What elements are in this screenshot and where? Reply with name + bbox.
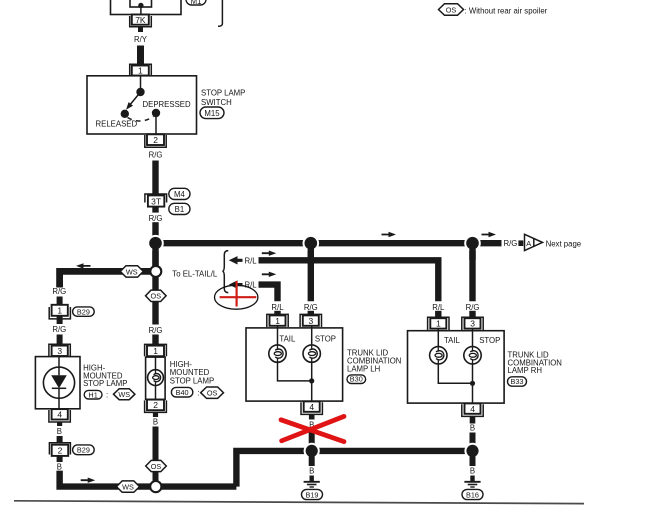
- svg-text:3: 3: [470, 319, 475, 329]
- svg-text:B29: B29: [77, 446, 90, 455]
- svg-text:OS: OS: [446, 5, 457, 14]
- svg-text:B: B: [57, 462, 62, 471]
- svg-text:To EL-TAIL/L: To EL-TAIL/L: [172, 270, 218, 279]
- svg-text:4: 4: [309, 402, 314, 412]
- svg-text:2: 2: [153, 135, 158, 145]
- svg-text:B: B: [470, 466, 475, 475]
- svg-text:B40: B40: [176, 388, 189, 397]
- svg-text:B33: B33: [511, 377, 524, 386]
- svg-text:M4: M4: [174, 190, 185, 199]
- svg-text:DEPRESSED: DEPRESSED: [143, 100, 191, 109]
- svg-text:B: B: [309, 466, 314, 475]
- svg-text:1: 1: [436, 319, 441, 329]
- svg-text:STOP LAMP: STOP LAMP: [201, 89, 245, 98]
- svg-text:2: 2: [58, 446, 63, 456]
- svg-text:STOP LAMP: STOP LAMP: [170, 376, 214, 385]
- svg-text:MOUNTED: MOUNTED: [83, 371, 123, 380]
- svg-text:B1: B1: [175, 205, 185, 214]
- svg-text:HIGH-: HIGH-: [170, 360, 192, 369]
- svg-text:4: 4: [470, 404, 475, 414]
- svg-text:B19: B19: [306, 490, 319, 499]
- svg-text:1: 1: [275, 316, 280, 326]
- svg-text:STOP: STOP: [479, 336, 500, 345]
- svg-text:B16: B16: [466, 490, 479, 499]
- svg-text:H1: H1: [88, 390, 97, 399]
- svg-text:R/G: R/G: [149, 326, 163, 335]
- svg-text:TRUNK LID: TRUNK LID: [347, 349, 389, 358]
- svg-text:1: 1: [57, 306, 62, 316]
- svg-text:TRUNK LID: TRUNK LID: [508, 350, 550, 359]
- svg-text:M1: M1: [191, 0, 202, 6]
- svg-text:RELEASED: RELEASED: [96, 120, 138, 129]
- svg-text:B: B: [153, 417, 158, 426]
- svg-text:B: B: [57, 427, 62, 436]
- svg-text:R/G: R/G: [149, 151, 163, 160]
- svg-text:B29: B29: [77, 307, 90, 316]
- svg-text:R/G: R/G: [52, 287, 66, 296]
- svg-text:R/G: R/G: [504, 239, 518, 248]
- svg-text::: :: [106, 390, 108, 399]
- svg-text:OS: OS: [151, 462, 162, 471]
- svg-text:R/L: R/L: [245, 256, 258, 265]
- svg-text:STOP: STOP: [315, 335, 336, 344]
- svg-text:COMBINATION: COMBINATION: [508, 358, 562, 367]
- svg-text:B: B: [309, 420, 314, 429]
- svg-text:HIGH-: HIGH-: [83, 364, 105, 373]
- svg-text:WS: WS: [126, 267, 138, 276]
- svg-text:OS: OS: [207, 389, 218, 398]
- svg-text:R/L: R/L: [432, 303, 445, 312]
- svg-text:2: 2: [153, 400, 158, 410]
- svg-text:R/G: R/G: [52, 325, 66, 334]
- svg-text:SWITCH: SWITCH: [201, 98, 232, 107]
- svg-text:MOUNTED: MOUNTED: [170, 368, 210, 377]
- svg-text:LAMP LH: LAMP LH: [347, 364, 380, 373]
- svg-text:A: A: [526, 239, 531, 248]
- svg-text::: :: [198, 388, 200, 397]
- svg-text:3: 3: [57, 346, 62, 356]
- svg-text:COMBINATION: COMBINATION: [347, 356, 401, 365]
- svg-text:R/G: R/G: [304, 303, 318, 312]
- svg-text:: Without rear air spoiler: : Without rear air spoiler: [465, 7, 548, 16]
- svg-text:STOP LAMP: STOP LAMP: [83, 379, 127, 388]
- svg-text:4: 4: [57, 410, 62, 420]
- svg-text:R/L: R/L: [271, 303, 284, 312]
- svg-text:1: 1: [153, 346, 158, 356]
- svg-text:R/G: R/G: [466, 303, 480, 312]
- svg-text:1: 1: [138, 66, 143, 76]
- svg-text:Next page: Next page: [546, 239, 582, 248]
- svg-text:WS: WS: [118, 390, 130, 399]
- svg-text:TAIL: TAIL: [444, 336, 461, 345]
- svg-text:LAMP RH: LAMP RH: [508, 366, 543, 375]
- svg-text:B: B: [470, 423, 475, 432]
- svg-text:M15: M15: [204, 109, 220, 118]
- svg-text:OS: OS: [151, 292, 162, 301]
- svg-text:R/Y: R/Y: [134, 35, 148, 44]
- svg-text:7K: 7K: [135, 15, 146, 25]
- svg-text:3: 3: [309, 316, 314, 326]
- svg-text:B30: B30: [350, 375, 363, 384]
- svg-text:R/L: R/L: [245, 281, 258, 290]
- svg-text:3T: 3T: [151, 196, 161, 206]
- svg-text:TAIL: TAIL: [279, 335, 296, 344]
- svg-text:WS: WS: [122, 483, 134, 492]
- svg-text:R/G: R/G: [149, 214, 163, 223]
